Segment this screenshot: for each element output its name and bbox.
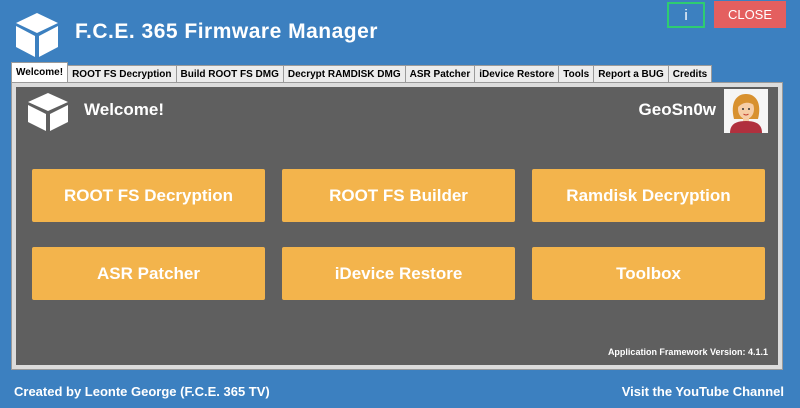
welcome-heading: Welcome! [84, 100, 164, 119]
cube-icon [24, 91, 72, 133]
tab-credits[interactable]: Credits [667, 65, 713, 82]
tab-decrypt-ramdisk-dmg[interactable]: Decrypt RAMDISK DMG [282, 65, 406, 82]
username-label: GeoSn0w [638, 100, 716, 119]
tab-build-root-fs-dmg[interactable]: Build ROOT FS DMG [175, 65, 284, 82]
app-title: F.C.E. 365 Firmware Manager [75, 20, 378, 43]
tab-root-fs-decryption[interactable]: ROOT FS Decryption [67, 65, 177, 82]
cube-logo-icon [12, 10, 62, 60]
welcome-tab-panel: Welcome! GeoSn0w ROOT FS Decryption ROOT… [11, 82, 783, 370]
info-button[interactable]: i [667, 2, 705, 28]
asr-patcher-button[interactable]: ASR Patcher [32, 247, 265, 300]
tab-tools[interactable]: Tools [558, 65, 595, 82]
tab-report-a-bug[interactable]: Report a BUG [593, 65, 669, 82]
tab-welcome[interactable]: Welcome! [11, 62, 69, 82]
toolbox-button[interactable]: Toolbox [532, 247, 765, 300]
tab-asr-patcher[interactable]: ASR Patcher [404, 65, 476, 82]
close-button[interactable]: CLOSE [714, 1, 786, 28]
welcome-panel: Welcome! GeoSn0w ROOT FS Decryption ROOT… [16, 87, 778, 365]
root-fs-decryption-button[interactable]: ROOT FS Decryption [32, 169, 265, 222]
tab-idevice-restore[interactable]: iDevice Restore [474, 65, 560, 82]
root-fs-builder-button[interactable]: ROOT FS Builder [282, 169, 515, 222]
footer-credit: Created by Leonte George (F.C.E. 365 TV) [14, 384, 270, 399]
idevice-restore-button[interactable]: iDevice Restore [282, 247, 515, 300]
ramdisk-decryption-button[interactable]: Ramdisk Decryption [532, 169, 765, 222]
youtube-channel-link[interactable]: Visit the YouTube Channel [621, 384, 784, 399]
version-label: Application Framework Version: 4.1.1 [607, 347, 768, 357]
female-avatar-icon [724, 89, 768, 133]
tab-strip: Welcome! ROOT FS Decryption Build ROOT F… [11, 62, 713, 82]
